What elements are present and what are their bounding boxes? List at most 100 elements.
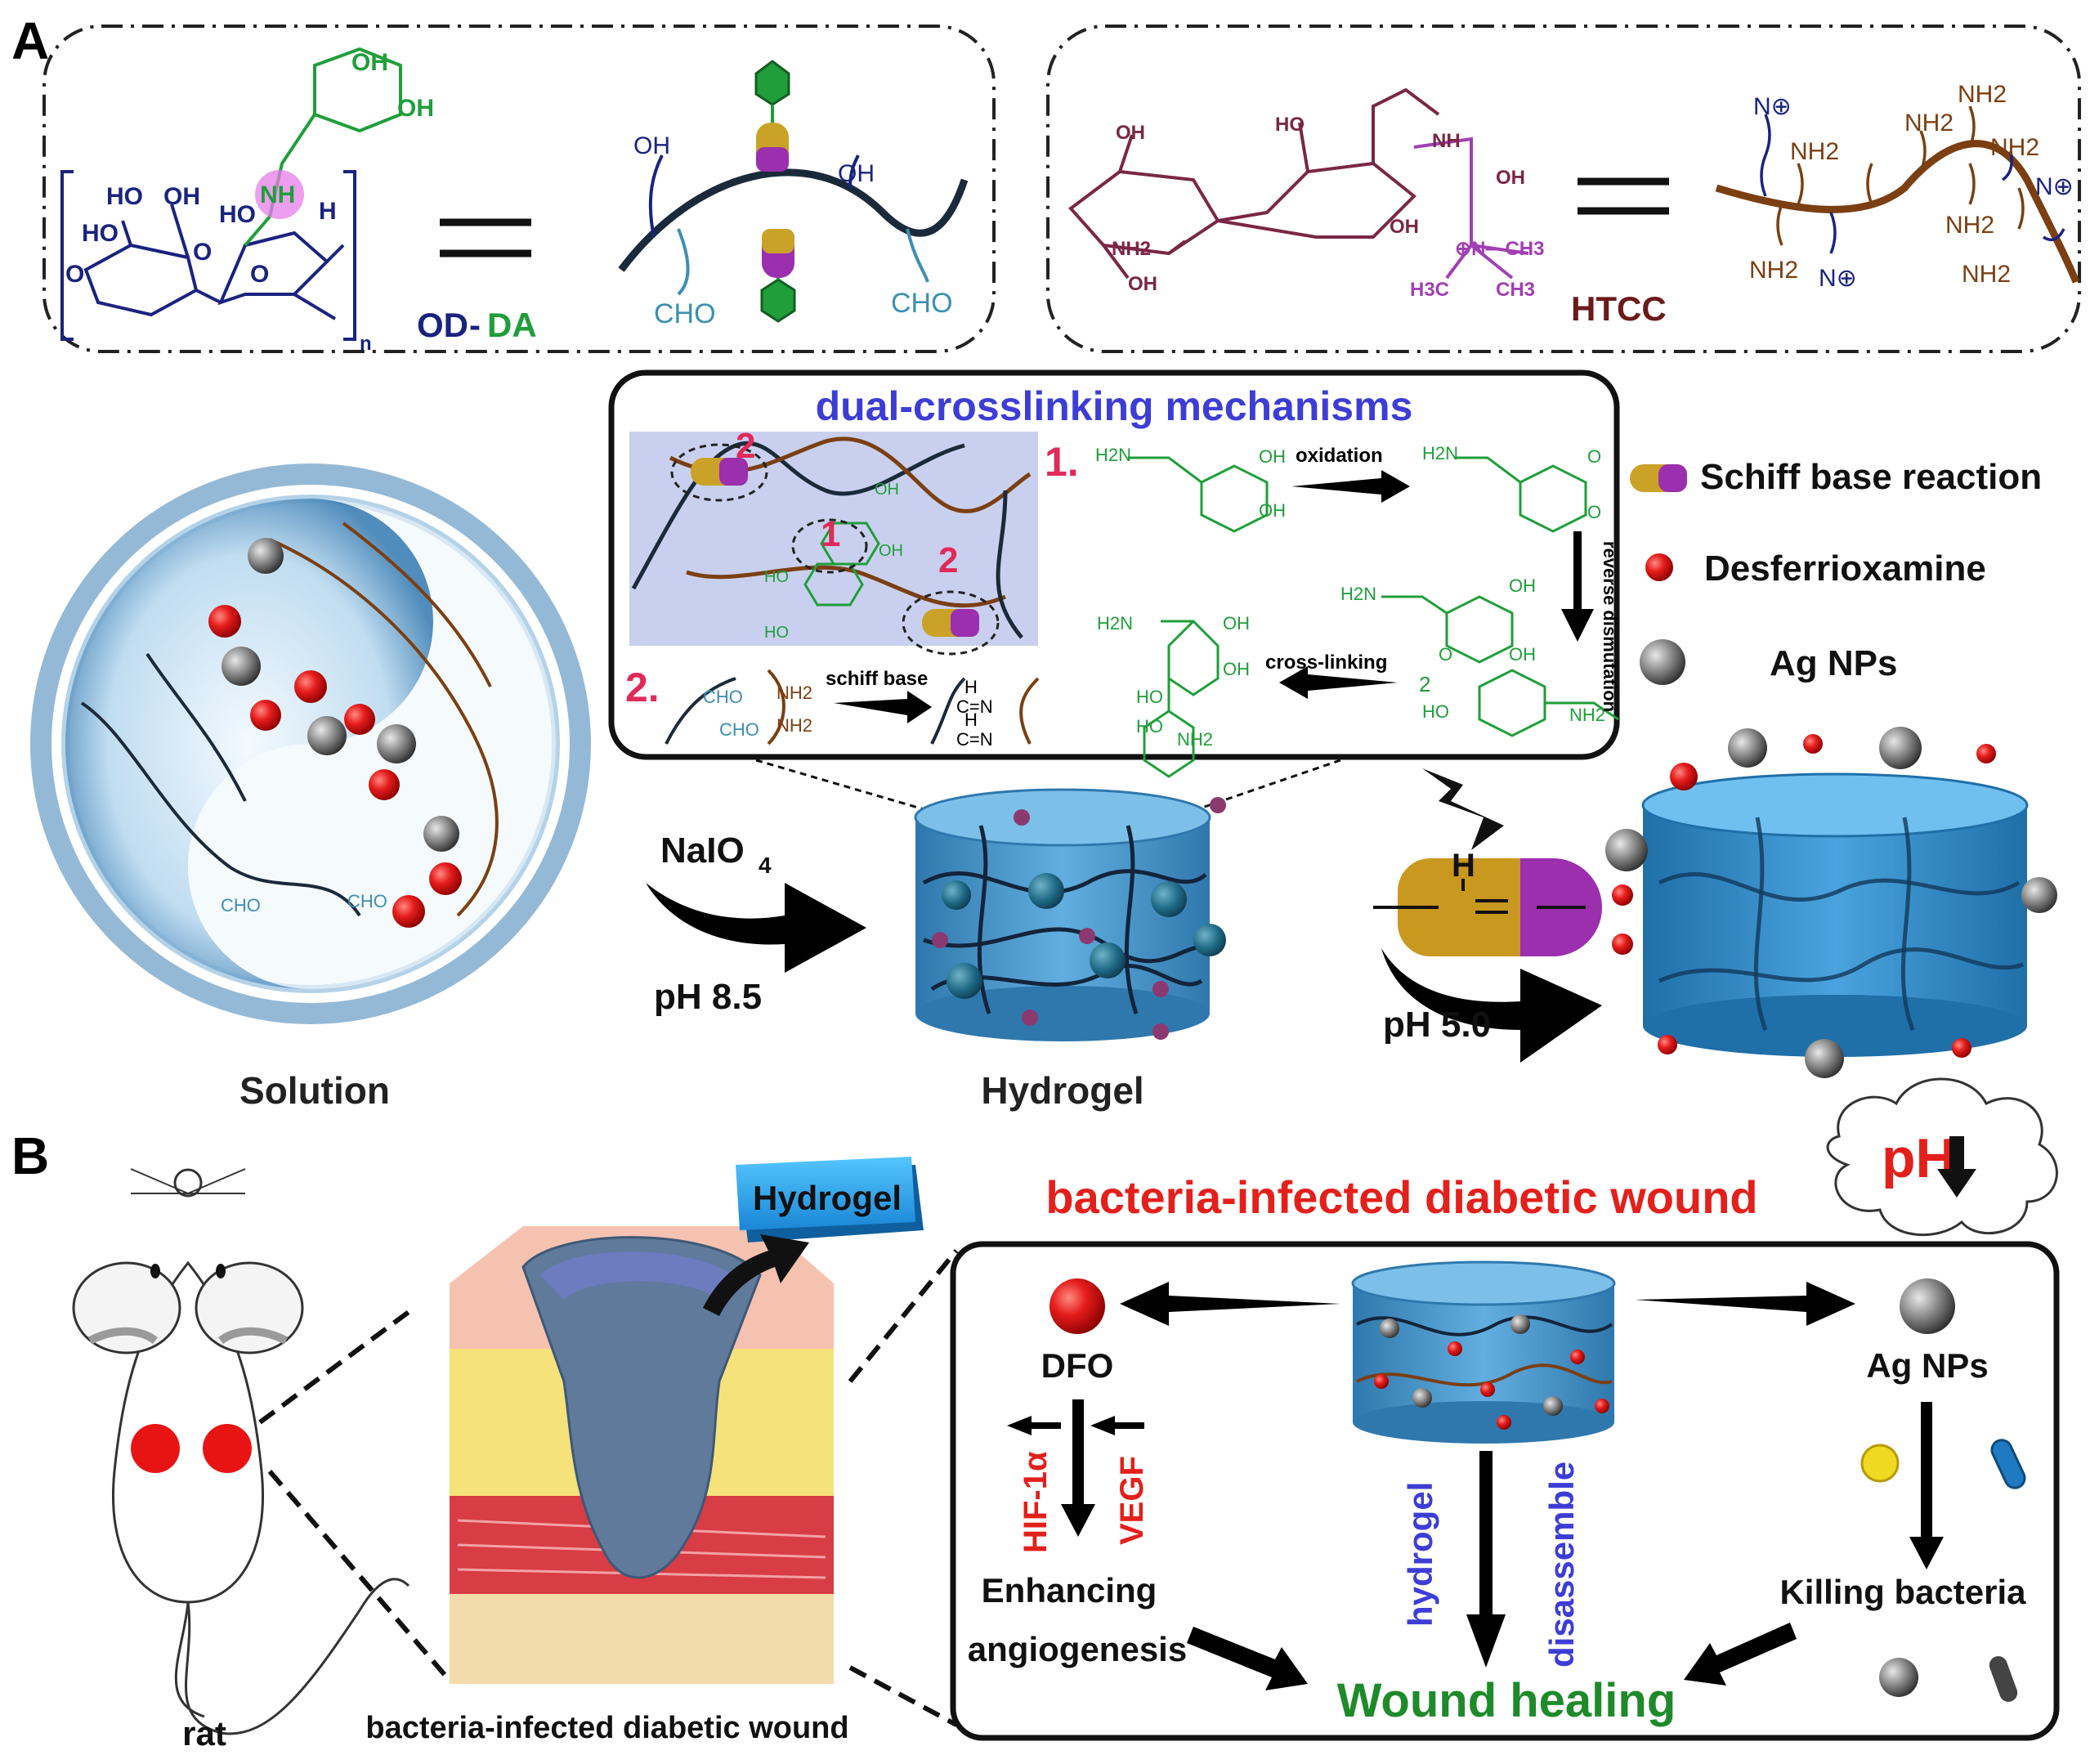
oxidation-label: oxidation xyxy=(1296,445,1383,467)
ph-5-0-label: pH 5.0 xyxy=(1383,1005,1491,1045)
healing-mechanism-box xyxy=(950,1241,2060,1741)
od-da-chain-diagram xyxy=(618,60,969,323)
svg-text:NH: NH xyxy=(260,181,295,208)
svg-text:OH: OH xyxy=(1390,216,1419,238)
network-inset-chains xyxy=(631,437,1032,639)
cross-linking-label: cross-linking xyxy=(1265,651,1387,674)
dead-rod-icon xyxy=(1989,1656,2018,1702)
schiff-base-label: schiff base xyxy=(826,668,928,690)
svg-text:1: 1 xyxy=(821,514,840,554)
svg-text:NH2: NH2 xyxy=(1112,238,1151,260)
dfo-down-arrow xyxy=(1061,1399,1095,1537)
rat-eye-left xyxy=(150,1264,160,1278)
dfo-sphere-icon xyxy=(1050,1278,1105,1334)
step1-structures xyxy=(1128,456,1619,778)
reverse-dismutation-label: reverse dismutation xyxy=(1600,541,1620,712)
zoom-line-wound-bottom xyxy=(848,1665,958,1727)
svg-text:O: O xyxy=(65,261,84,288)
htcc-atoms: OH HO NH OH OH NH2 OH ⊕N—CH3 H3C CH3 xyxy=(1112,114,1544,301)
network-inset-schiff-caps xyxy=(670,443,1000,656)
legend-ag-icon xyxy=(1640,639,1685,685)
svg-text:NH2: NH2 xyxy=(1904,110,1954,137)
panel-b-label: B xyxy=(11,1126,49,1185)
solution-label: Solution xyxy=(239,1069,390,1112)
hif-label: HIF-1α xyxy=(1018,1451,1054,1553)
zoom-line-left xyxy=(755,759,924,811)
svg-text:⊕N—CH3: ⊕N—CH3 xyxy=(1455,238,1544,260)
imine-capsule-icon xyxy=(1373,858,1602,956)
svg-text:CHO: CHO xyxy=(347,891,387,911)
arrow-to-ag xyxy=(1635,1282,1855,1326)
svg-text:NH2: NH2 xyxy=(1569,705,1605,725)
svg-text:C=N: C=N xyxy=(956,729,993,750)
ph-down-arrow-icon xyxy=(1937,1136,1976,1198)
svg-text:HO: HO xyxy=(219,201,256,228)
svg-text:H2N: H2N xyxy=(1340,584,1376,604)
svg-text:CHO: CHO xyxy=(654,298,716,329)
imine-capsule-text: H xyxy=(1452,848,1475,884)
svg-text:N⊕: N⊕ xyxy=(1753,93,1792,120)
naio4-label: NaIO xyxy=(660,831,745,871)
svg-text:OH: OH xyxy=(1509,575,1536,596)
svg-text:N⊕: N⊕ xyxy=(1819,265,1857,292)
hydrogel-tag-label: Hydrogel xyxy=(753,1179,902,1217)
rat-wound-left xyxy=(131,1424,180,1473)
bacteria-coccus-icon xyxy=(1860,1444,1900,1483)
solution-yinyang xyxy=(30,463,591,1024)
naio4-arrow xyxy=(646,883,866,973)
rat-label: rat xyxy=(182,1714,226,1753)
od-da-name-da: DA xyxy=(487,306,537,344)
od-da-chain-labels: OH OH CHO CHO xyxy=(633,132,953,329)
svg-text:HO: HO xyxy=(1422,701,1449,722)
zoom-line-rat-top xyxy=(258,1310,410,1425)
htcc-name: HTCC xyxy=(1571,289,1667,328)
zoom-line-rat-bottom xyxy=(267,1470,448,1677)
zoom-line-wound-top xyxy=(848,1249,959,1383)
legend-schiff-icon xyxy=(1630,464,1687,492)
hydrogel-tag xyxy=(736,1157,924,1242)
svg-text:NH2: NH2 xyxy=(1790,138,1839,165)
schiff-base-arrow xyxy=(834,691,932,723)
svg-text:NH2: NH2 xyxy=(1945,212,1994,239)
svg-text:OH: OH xyxy=(1259,500,1286,521)
hydrogel-apply-arrow xyxy=(703,1234,809,1316)
svg-text:NH2: NH2 xyxy=(776,715,812,736)
svg-text:NH2: NH2 xyxy=(1749,257,1798,284)
svg-text:H2N: H2N xyxy=(1097,613,1133,634)
svg-text:H2N: H2N xyxy=(1095,445,1131,465)
step2-reaction xyxy=(665,669,1040,745)
svg-text:CHO: CHO xyxy=(221,895,261,916)
killing-to-healing-arrow xyxy=(1684,1623,1797,1686)
svg-text:CHO: CHO xyxy=(891,288,953,319)
svg-text:OH: OH xyxy=(1223,613,1250,634)
legend-schiff-label: Schiff base reaction xyxy=(1700,457,2042,497)
svg-text:H: H xyxy=(964,677,978,697)
svg-text:NH2: NH2 xyxy=(776,683,812,703)
ag-down-arrow xyxy=(1909,1402,1944,1569)
od-da-atoms: OH OH NH HO OH HO HO H O O O n xyxy=(65,49,434,355)
svg-text:NH2: NH2 xyxy=(1990,134,2039,161)
legend-dfo-icon xyxy=(1645,553,1673,581)
wound-caption: bacteria-infected diabetic wound xyxy=(365,1711,848,1745)
svg-text:2: 2 xyxy=(938,540,958,580)
killing-bacteria-label: Killing bacteria xyxy=(1779,1573,2026,1611)
step2-label: 2. xyxy=(625,665,660,710)
svg-text:HO: HO xyxy=(1275,114,1305,136)
panel-a-label: A xyxy=(11,11,49,70)
dead-coccus-icon xyxy=(1879,1658,1918,1697)
hydrogel-word-label: hydrogel xyxy=(1401,1482,1439,1627)
legend-ag-label: Ag NPs xyxy=(1770,643,1897,683)
legend-dfo-label: Desferrioxamine xyxy=(1704,548,1986,589)
angiogenesis-line2: angiogenesis xyxy=(968,1630,1187,1668)
svg-text:HO: HO xyxy=(1136,687,1163,707)
svg-text:CH3: CH3 xyxy=(1496,279,1535,301)
disassemble-arrow xyxy=(1466,1451,1506,1668)
htcc-chain-labels: N⊕ N⊕ N⊕ NH2 NH2 NH2 NH2 NH2 NH2 NH2 xyxy=(1749,81,2074,292)
rat-wound-right xyxy=(203,1424,252,1473)
svg-text:CHO: CHO xyxy=(719,719,759,740)
od-da-name-dash: - xyxy=(469,306,481,344)
svg-text:O: O xyxy=(1587,446,1601,467)
disassemble-label: disassemble xyxy=(1542,1462,1581,1668)
hydrogel-label: Hydrogel xyxy=(981,1069,1143,1112)
vegf-label: VEGF xyxy=(1114,1456,1150,1545)
